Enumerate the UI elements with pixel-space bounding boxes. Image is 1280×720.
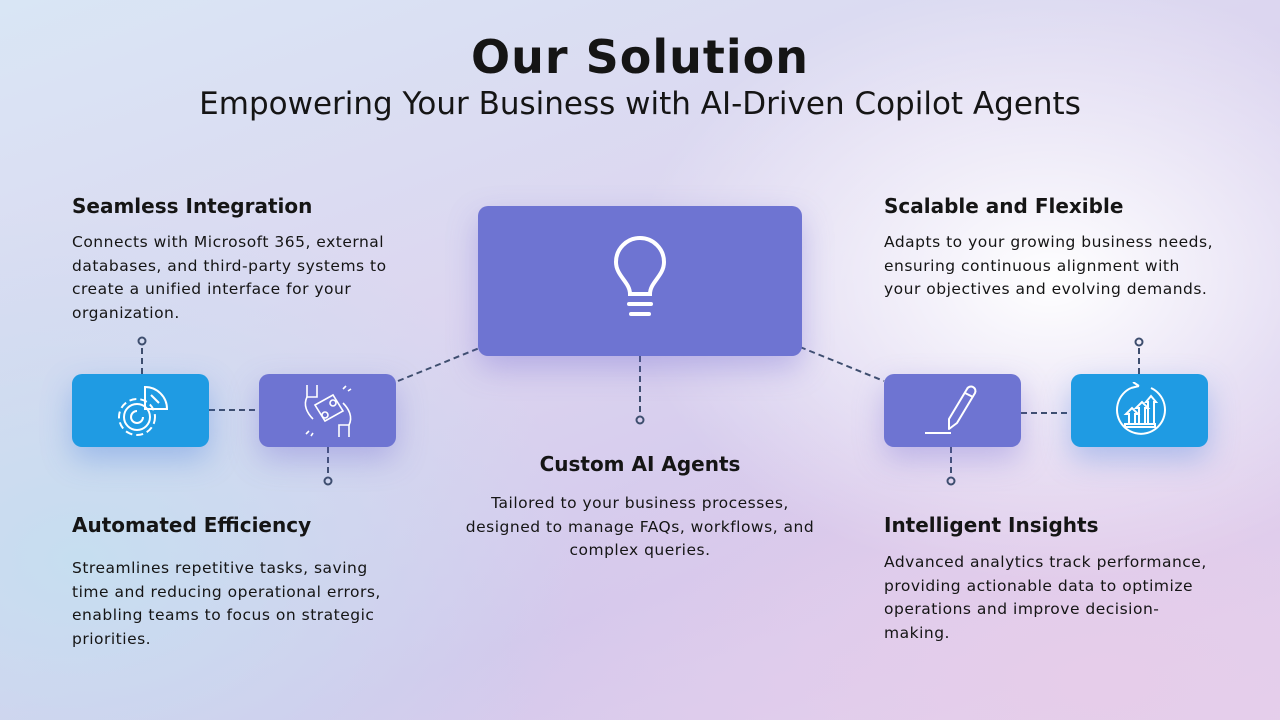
growth-chart-icon	[1115, 381, 1166, 435]
custom-ai-agents-title: Custom AI Agents	[539, 452, 741, 476]
pencil-icon	[924, 385, 976, 434]
custom-ai-agents-text: Tailored to your business processes, des…	[465, 494, 815, 559]
scalable-flexible-box	[1071, 374, 1208, 447]
automated-efficiency-text: Streamlines repetitive tasks, saving tim…	[72, 559, 381, 648]
seamless-integration-box	[72, 374, 209, 447]
intelligent-insights-text: Advanced analytics track performance, pr…	[884, 553, 1207, 642]
scalable-flexible-title: Scalable and Flexible	[884, 194, 1124, 218]
lightbulb-icon	[613, 236, 667, 316]
intelligent-insights-title: Intelligent Insights	[884, 513, 1099, 537]
custom-ai-agents-box	[478, 206, 802, 356]
seamless-integration-title: Seamless Integration	[72, 194, 313, 218]
page-title: Our Solution	[471, 30, 809, 84]
page-subtitle: Empowering Your Business with AI-Driven …	[199, 86, 1081, 122]
scalable-flexible-text: Adapts to your growing business needs, e…	[884, 233, 1213, 298]
seamless-integration-text: Connects with Microsoft 365, external da…	[72, 233, 387, 322]
gear-icon	[117, 385, 168, 436]
automated-efficiency-title: Automated Efficiency	[72, 513, 312, 537]
automated-efficiency-box	[259, 374, 396, 447]
puzzle-hands-icon	[304, 384, 351, 437]
intelligent-insights-box	[884, 374, 1021, 447]
